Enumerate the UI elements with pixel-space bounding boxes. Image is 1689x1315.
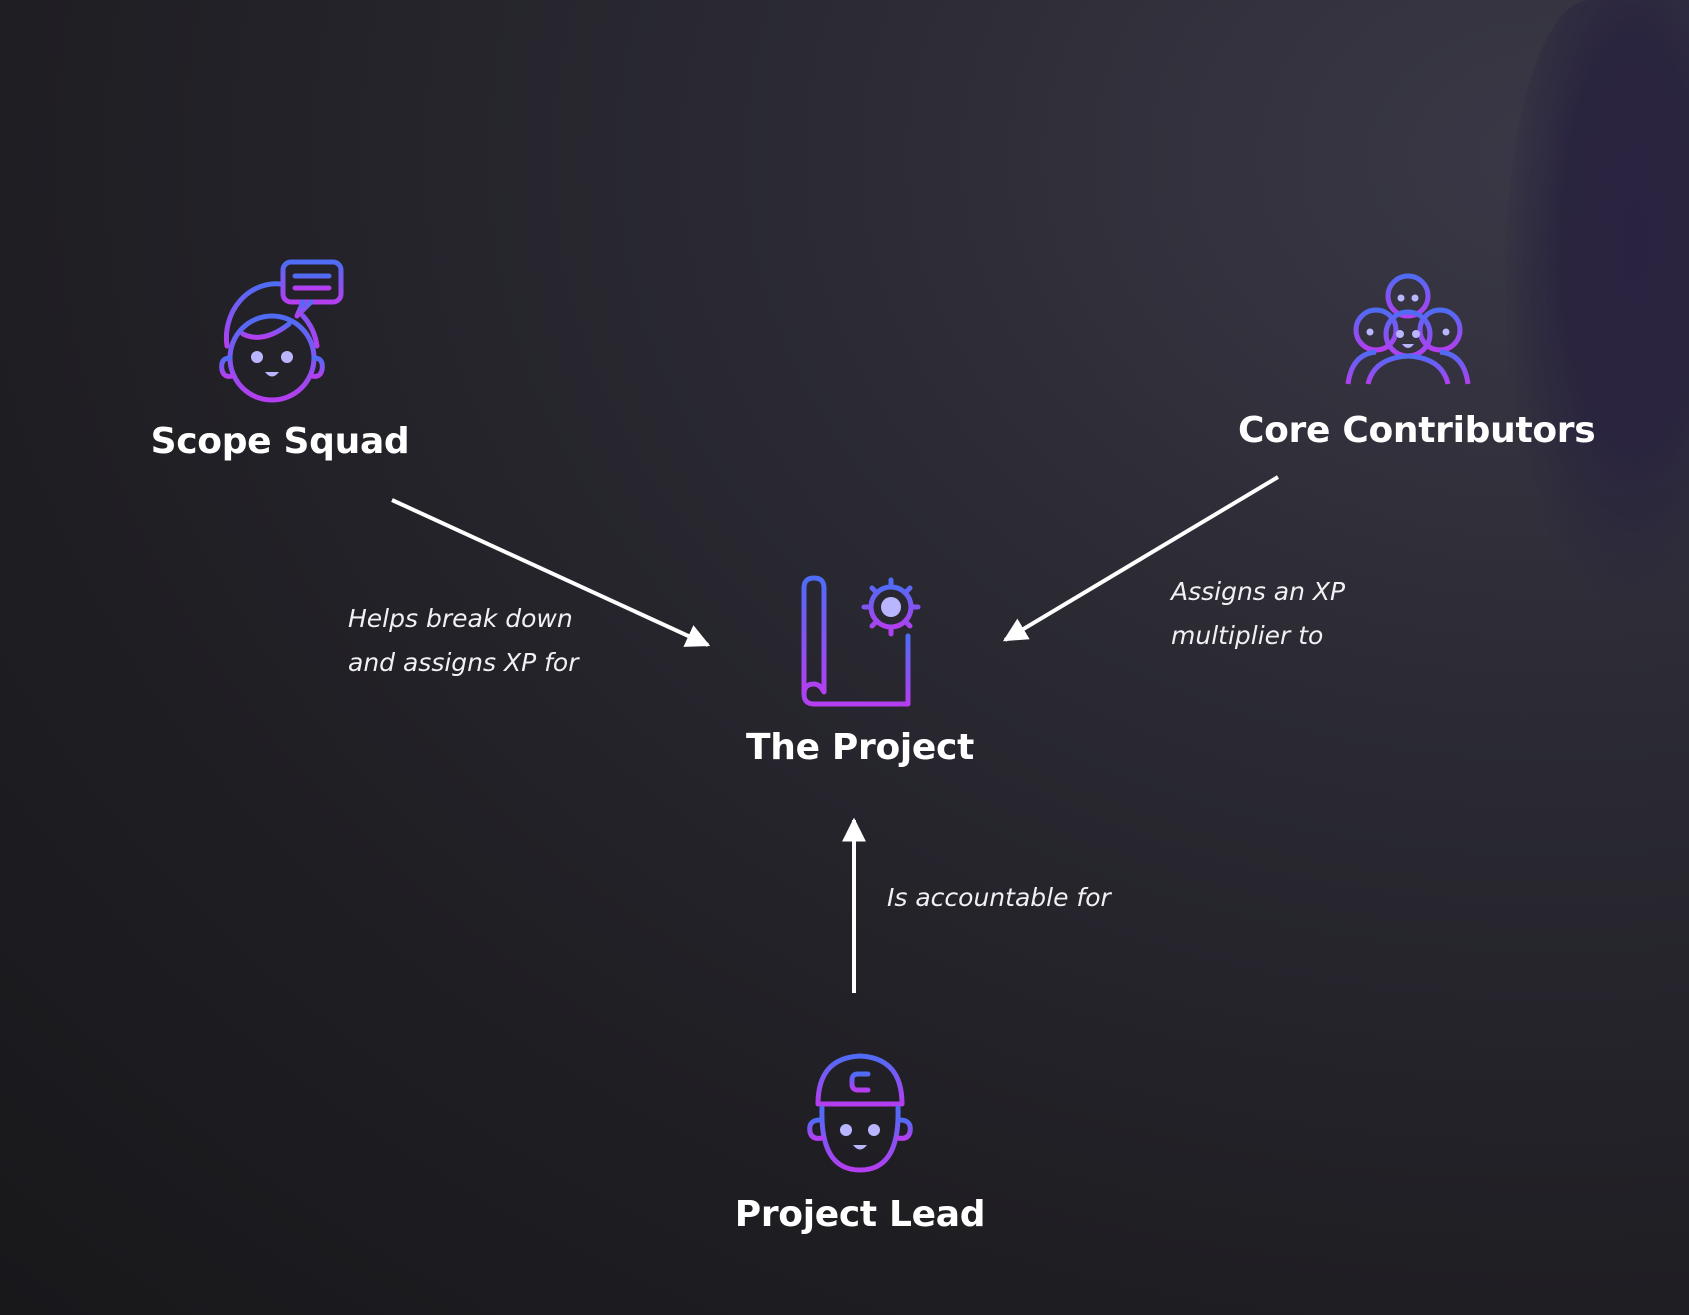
node-the-project: The Project	[725, 574, 995, 768]
edge-label-line: Helps break down	[348, 604, 573, 633]
node-label: Project Lead	[734, 1194, 986, 1235]
node-scope-squad: Scope Squad	[140, 258, 420, 462]
edge-label-line: and assigns XP for	[348, 648, 579, 677]
edge-label-contributors-to-project: Assigns an XP multiplier to	[1171, 570, 1345, 658]
node-core-contributors: Core Contributors	[1238, 272, 1596, 451]
node-label: The Project	[745, 727, 974, 768]
chat-person-icon	[219, 259, 344, 403]
edge-label-line: Is accountable for	[887, 883, 1111, 912]
arrow-scope-to-project	[391, 498, 711, 647]
edge-label-line: Assigns an XP	[1171, 577, 1346, 606]
blueprint-gear-icon	[801, 575, 920, 707]
node-project-lead: Project Lead	[720, 1048, 1000, 1235]
background-blob	[1505, 0, 1689, 600]
group-icon	[1345, 273, 1471, 387]
node-label: Scope Squad	[150, 421, 410, 462]
node-label: Core Contributors	[1238, 410, 1596, 451]
edge-label-scope-to-project: Helps break down and assigns XP for	[348, 597, 579, 685]
cap-person-icon	[807, 1053, 913, 1173]
edge-label-line: multiplier to	[1171, 621, 1324, 650]
arrow-contributors-to-project	[1002, 475, 1280, 642]
edge-label-lead-to-project: Is accountable for	[887, 876, 1111, 920]
